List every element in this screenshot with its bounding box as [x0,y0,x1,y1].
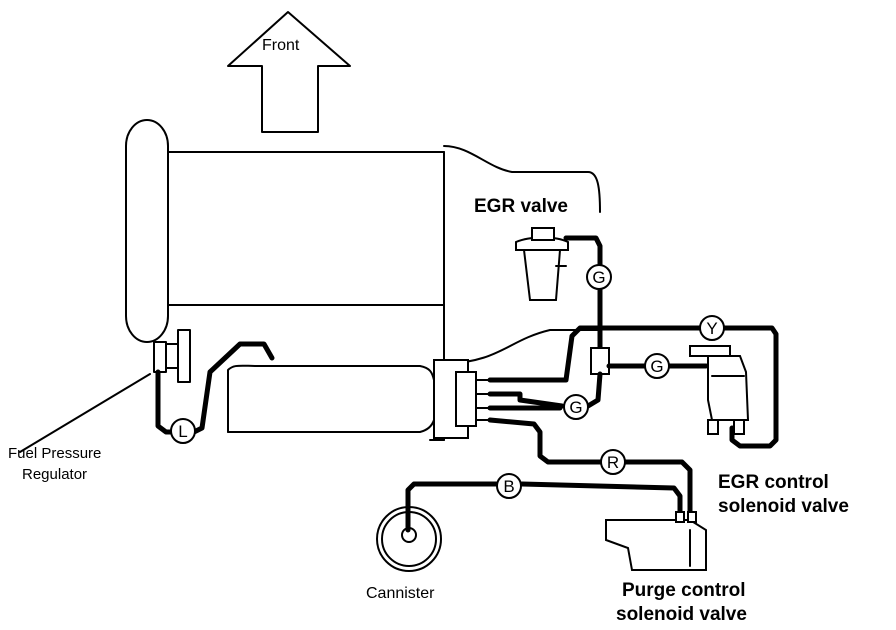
hose-r [487,417,603,465]
t-fitting [590,347,610,375]
connector-block [433,359,491,439]
hose-l [155,369,175,435]
code-r-marker: R [600,449,626,475]
purge-control-label-1: Purge control [622,580,746,601]
code-g-lower: G [569,398,582,417]
code-g-egr: G [592,268,605,287]
canister-label: Cannister [366,585,435,602]
code-b-marker: B [496,473,522,499]
purge-control-solenoid-valve [605,511,707,571]
code-y-marker: Y [699,315,725,341]
code-g-middle: G [650,357,663,376]
egr-control-label-2: solenoid valve [718,496,849,517]
egr-control-solenoid-valve [689,345,750,435]
code-r: R [607,453,619,472]
egr-valve-label: EGR valve [474,196,568,217]
front-arrow: Front [227,11,351,133]
hose-b [405,481,499,533]
fuel-pressure-regulator-label-1: Fuel Pressure [8,445,101,462]
code-g-middle-marker: G [644,353,670,379]
code-b: B [503,477,514,496]
egr-control-label-1: EGR control [718,472,829,493]
code-l: L [178,422,187,441]
purge-control-label-2: solenoid valve [616,604,747,625]
hose-y [487,325,703,383]
front-label: Front [262,37,300,54]
code-l-marker: L [170,418,196,444]
egr-valve [515,227,569,301]
hose-g-lower [487,391,565,409]
code-y: Y [706,319,717,338]
hose-g-egr [563,235,603,353]
fuel-pressure-regulator-label-2: Regulator [22,466,87,483]
canister [376,506,442,572]
code-g-lower-marker: G [563,394,589,420]
code-g-egr-marker: G [586,264,612,290]
